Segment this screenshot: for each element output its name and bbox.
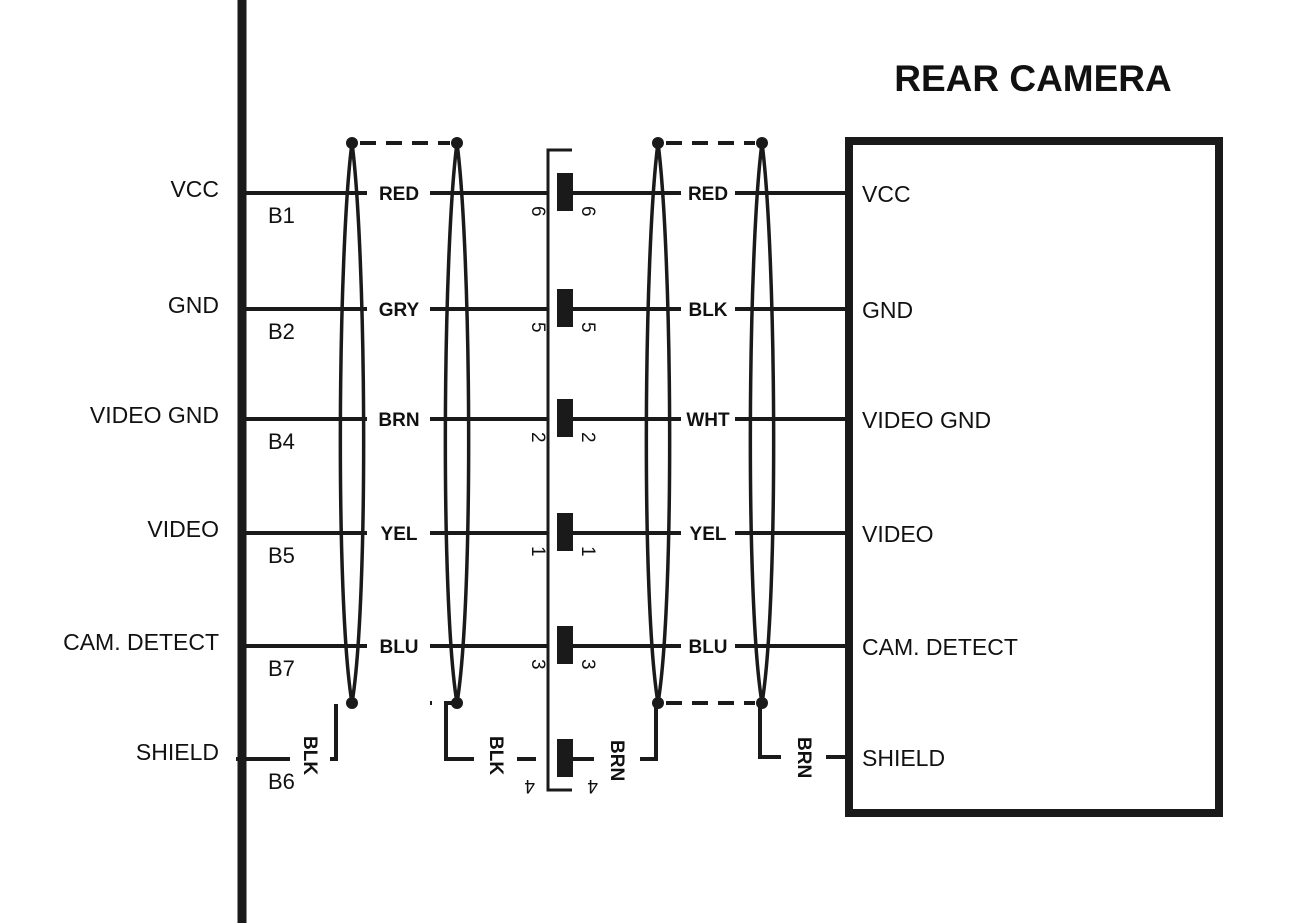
camera-signal-label: VIDEO GND — [862, 407, 991, 433]
connector-pin-number: 2 — [577, 432, 598, 443]
shield-drain — [758, 703, 781, 759]
head-unit-pin-label: B1 — [268, 203, 295, 228]
head-unit-pin-label: B6 — [268, 769, 295, 794]
connector-pin-number: 3 — [527, 659, 548, 670]
harness-wire-color-label: GRY — [379, 300, 420, 321]
head-unit-signal-label: VIDEO — [147, 516, 219, 542]
connector-pin-number: 5 — [527, 322, 548, 333]
connector-pin-number: 2 — [527, 432, 548, 443]
harness-wire-color-label: BRN — [378, 410, 419, 431]
connector-pin-number: 6 — [577, 206, 598, 217]
camera-signal-label: GND — [862, 297, 913, 323]
shield-drain — [444, 701, 474, 761]
camera-signal-label: CAM. DETECT — [862, 634, 1018, 660]
camera-shield-loop-2 — [748, 137, 776, 709]
harness-drain-wire-label: BLK — [485, 736, 506, 775]
harness-wire-color-label: YEL — [381, 524, 418, 545]
signal-row: GND B2 GRY 5 5 BLK GND — [168, 289, 913, 344]
camera-drain-wire-label: BRN — [606, 740, 627, 781]
shield-drain — [330, 704, 338, 761]
connector-pin — [557, 289, 573, 327]
connector-pin — [557, 173, 573, 211]
shield-drain — [640, 703, 658, 761]
camera-wire-color-label: YEL — [690, 524, 727, 545]
camera-drain-wire-label: BRN — [793, 737, 814, 778]
camera-wire-color-label: BLU — [688, 637, 727, 658]
camera-signal-label: VIDEO — [862, 521, 934, 547]
rear-camera-title: REAR CAMERA — [894, 58, 1172, 99]
head-unit-pin-label: B2 — [268, 319, 295, 344]
harness-shield-loop-1 — [338, 137, 366, 709]
head-unit-signal-label: VIDEO GND — [90, 402, 219, 428]
connector-pin-number: 1 — [577, 546, 598, 557]
connector-pin — [557, 513, 573, 551]
connector-pin-number: 4 — [524, 775, 535, 796]
connector-pin-number: 6 — [527, 206, 548, 217]
camera-wire-color-label: WHT — [686, 410, 730, 431]
connector-pin — [557, 399, 573, 437]
signal-row: VIDEO GND B4 BRN 2 2 WHT VIDEO GND — [90, 399, 991, 454]
head-unit-pin-label: B5 — [268, 543, 295, 568]
connector-pin-number: 3 — [577, 659, 598, 670]
camera-signal-label: SHIELD — [862, 745, 945, 771]
head-unit-pin-label: B4 — [268, 429, 295, 454]
rear-camera-box — [845, 137, 1223, 817]
connector-pin-number: 5 — [577, 322, 598, 333]
camera-signal-label: VCC — [862, 181, 911, 207]
connector-pin — [557, 739, 573, 777]
head-unit-signal-label: GND — [168, 292, 219, 318]
harness-drain-wire-label: BLK — [299, 736, 320, 775]
signal-row: VCC B1 RED 6 6 RED VCC — [170, 173, 911, 228]
connector-pin-number: 1 — [527, 546, 548, 557]
connector-pin-number: 4 — [587, 775, 598, 796]
camera-wire-color-label: RED — [688, 184, 728, 205]
harness-shield-loop-2 — [443, 137, 471, 709]
harness-wire-color-label: RED — [379, 184, 419, 205]
camera-shield-loop-1 — [644, 137, 672, 709]
connector-pin — [557, 626, 573, 664]
camera-wire-color-label: BLK — [688, 300, 727, 321]
head-unit-signal-label: VCC — [170, 176, 219, 202]
connector-housing — [546, 148, 572, 792]
head-unit-signal-label: SHIELD — [136, 739, 219, 765]
signal-row: CAM. DETECT B7 BLU 3 3 BLU CAM. DETECT — [63, 626, 1018, 681]
head-unit-signal-label: CAM. DETECT — [63, 629, 219, 655]
signal-row: VIDEO B5 YEL 1 1 YEL VIDEO — [147, 513, 934, 568]
head-unit-pin-label: B7 — [268, 656, 295, 681]
shield-row: SHIELD B6 BLK BLK 4 4 BRN BRN SHIELD — [136, 701, 945, 796]
harness-wire-color-label: BLU — [379, 637, 418, 658]
